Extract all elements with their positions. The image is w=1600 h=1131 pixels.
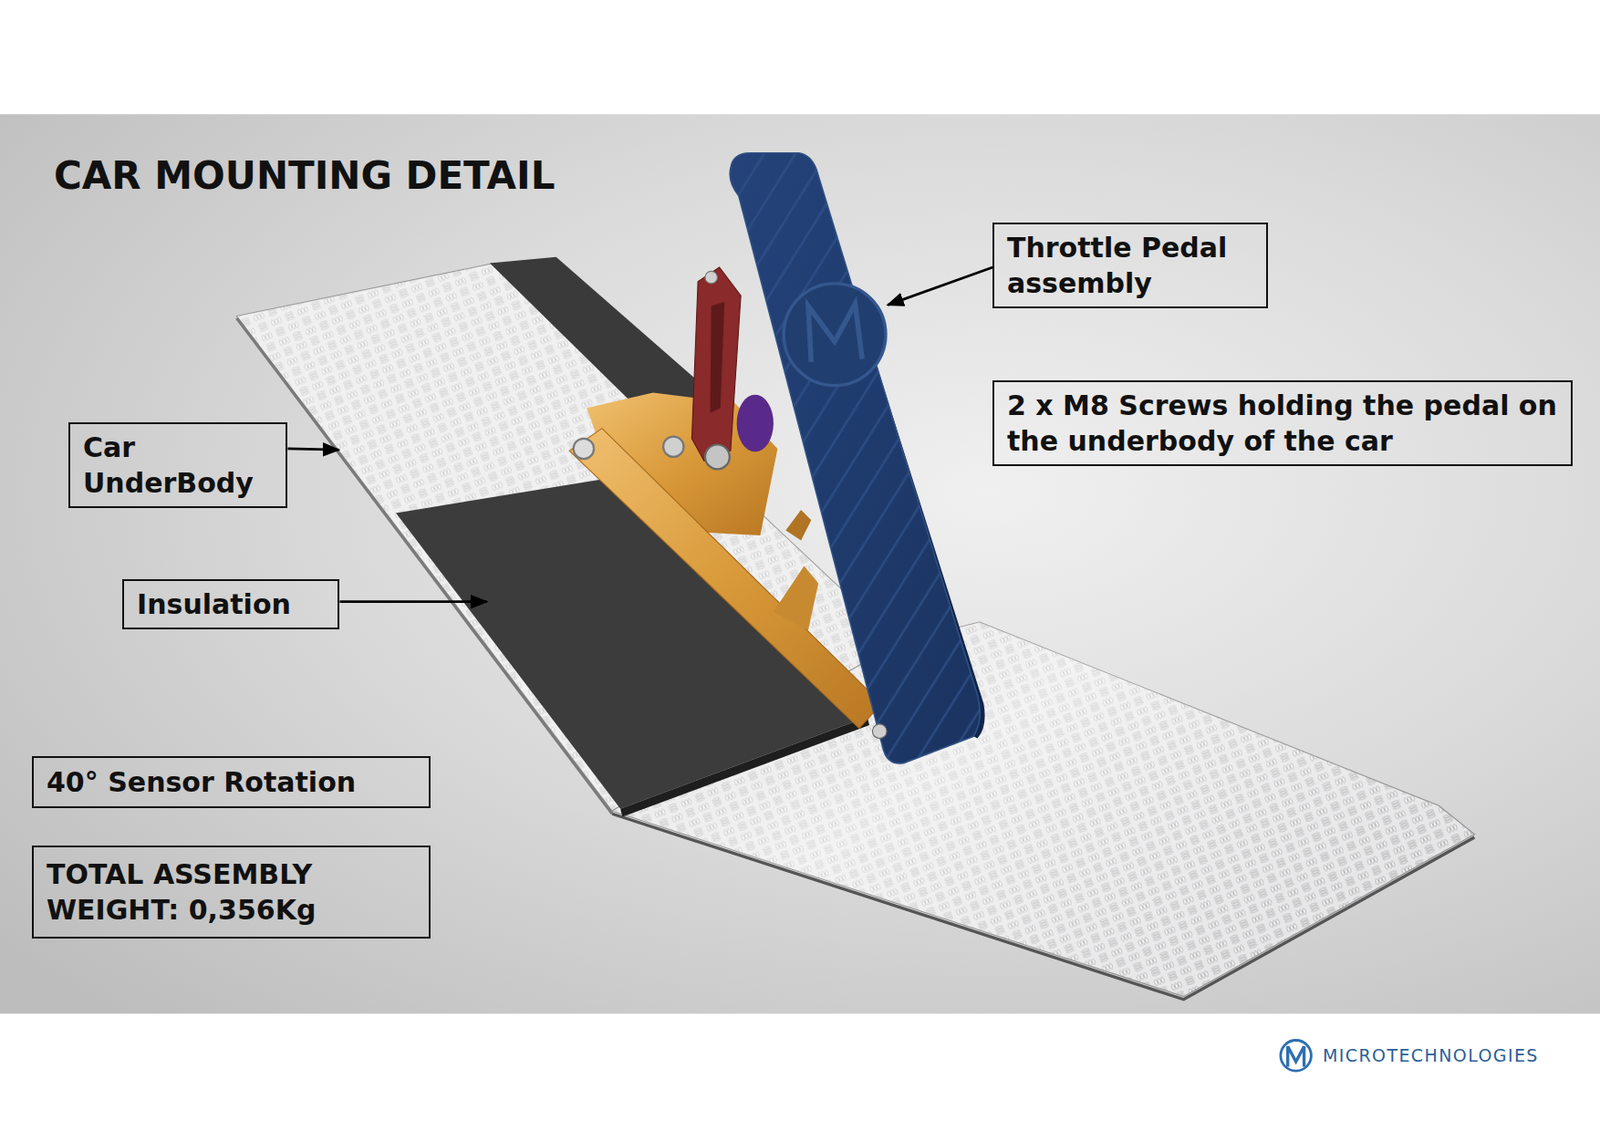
lever-cutout (710, 301, 726, 414)
throttle-pedal (729, 153, 980, 764)
page-title: CAR MOUNTING DETAIL (53, 153, 555, 199)
callout-text: 2 x M8 Screws holding the pedal on the u… (1007, 387, 1559, 459)
pedal-logo-mark (808, 303, 863, 363)
pivot-pin (663, 436, 684, 458)
m8-screw (573, 438, 594, 459)
callout-box: Car UnderBody (68, 422, 288, 509)
brand-logo-mark (1288, 1046, 1305, 1067)
pedal-logo (783, 283, 886, 386)
insulation-edge (620, 716, 870, 818)
callout-box: 40° Sensor Rotation (31, 756, 431, 809)
pivot-pin (705, 445, 730, 470)
sheet-edge (612, 813, 1475, 999)
pedal-lever (691, 267, 741, 461)
underbody-toeboard (237, 262, 899, 811)
bracket-cone (773, 566, 819, 631)
pedal-screw (872, 724, 887, 739)
callout-text: TOTAL ASSEMBLY WEIGHT: 0,356Kg (46, 856, 416, 928)
toeboard-shine (237, 262, 899, 811)
pivot-pin (705, 270, 717, 283)
callout-text: Throttle Pedal assembly (1007, 229, 1254, 302)
bracket-cone (785, 509, 811, 541)
pedal-grooves (729, 153, 980, 764)
callout-text: 40° Sensor Rotation (46, 764, 416, 800)
callout-box: Throttle Pedal assembly (992, 222, 1268, 309)
brand-name: MICROTECHNOLOGIES (1322, 1045, 1539, 1066)
leader-arrow (340, 600, 488, 603)
callout-text: Car UnderBody (83, 429, 273, 501)
callout-text: Insulation (136, 586, 325, 623)
callout-box: Insulation (122, 579, 340, 630)
callout-box: 2 x M8 Screws holding the pedal on the u… (992, 380, 1573, 467)
brand-logo (1280, 1039, 1312, 1071)
sensor-disk (737, 394, 774, 453)
leader-arrow (287, 448, 339, 450)
background-panel (0, 114, 1600, 1014)
callout-box: TOTAL ASSEMBLY WEIGHT: 0,356Kg (31, 845, 431, 939)
leader-arrow (887, 267, 993, 305)
